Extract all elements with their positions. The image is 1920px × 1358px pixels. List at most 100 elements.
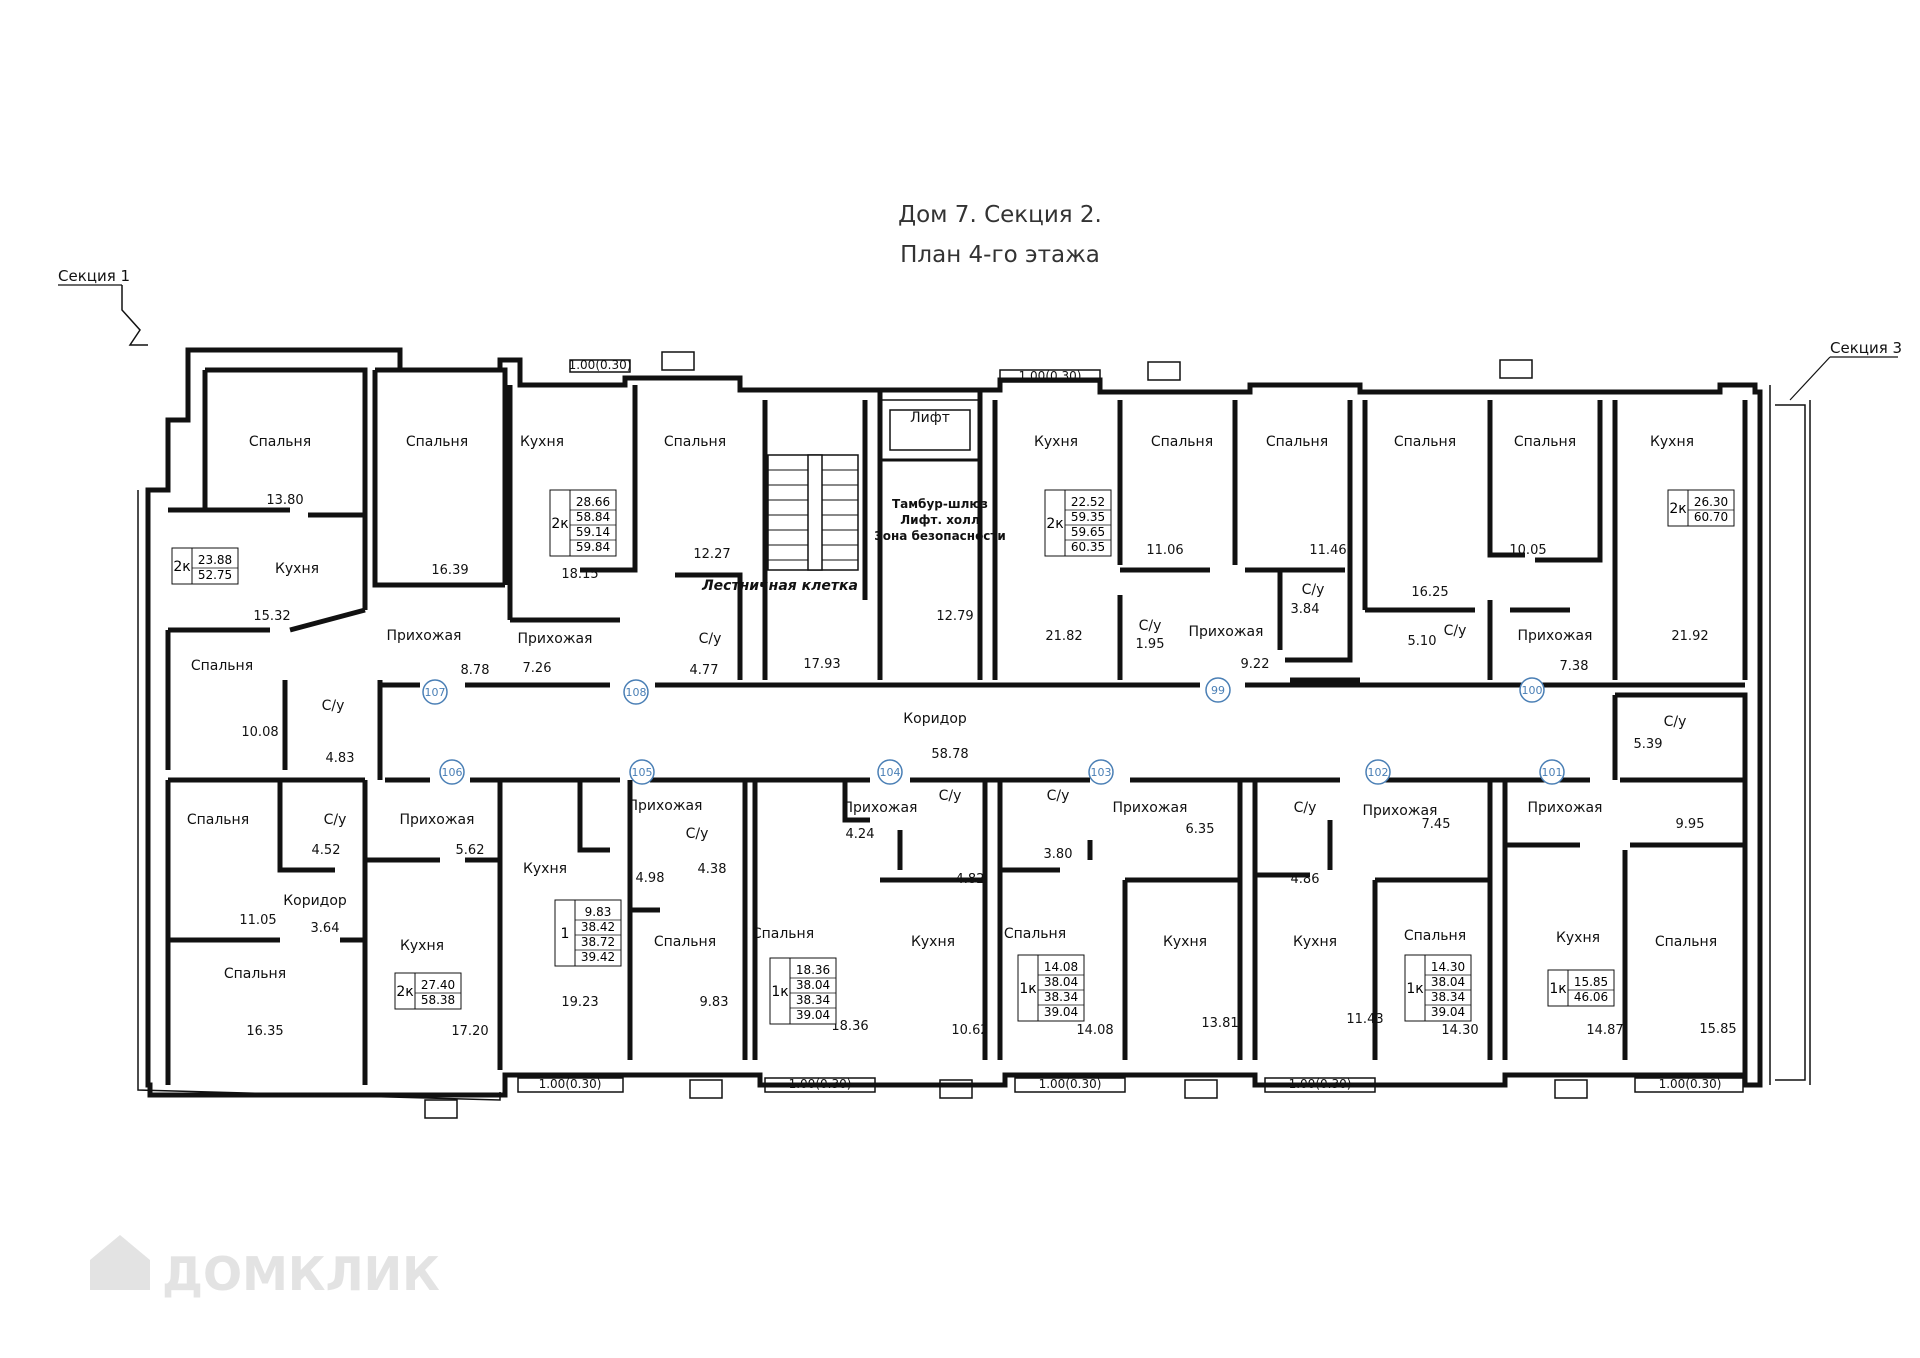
- room-area: 8.78: [461, 663, 490, 678]
- room-label: Спальня: [406, 434, 468, 450]
- plan-subtitle: План 4-го этажа: [900, 242, 1100, 268]
- room-area: 17.20: [451, 1024, 488, 1039]
- apartment-type: 1: [561, 926, 570, 942]
- room-label: Кухня: [275, 561, 319, 577]
- apartment-area-value: 38.04: [1044, 975, 1078, 989]
- apartment-number: 106: [442, 766, 463, 779]
- room-area: 10.08: [241, 725, 278, 740]
- room-area: 4.77: [690, 663, 719, 678]
- apartment-tag: [1044, 489, 1112, 557]
- lift-hall-area: 12.79: [936, 609, 973, 624]
- room-label: Прихожая: [843, 800, 918, 816]
- room-label: Спальня: [1514, 434, 1576, 450]
- corridor-area: 58.78: [931, 747, 968, 762]
- apartment-area-value: 60.35: [1071, 540, 1105, 554]
- room-label: Кухня: [1293, 934, 1337, 950]
- apartment-area-value: 59.35: [1071, 510, 1105, 524]
- apartment-type: 2к: [173, 559, 190, 575]
- room-label: С/у: [1302, 582, 1325, 598]
- apartment-area-value: 46.06: [1574, 990, 1608, 1004]
- room-label: С/у: [699, 631, 722, 647]
- room-label: Спальня: [249, 434, 311, 450]
- apartment-area-value: 60.70: [1694, 510, 1728, 524]
- room-area: 11.06: [1146, 543, 1183, 558]
- apartment-area-value: 38.34: [1431, 990, 1465, 1004]
- room-label: Кухня: [1650, 434, 1694, 450]
- vent-blocks: [424, 351, 1588, 1119]
- room-label: С/у: [1664, 714, 1687, 730]
- lift-hall-line-3: Зона безопасности: [874, 529, 1006, 543]
- room-label: Прихожая: [628, 798, 703, 814]
- apartment-area-value: 39.04: [1431, 1005, 1465, 1019]
- room-label: Прихожая: [400, 812, 475, 828]
- apartment-type: 2к: [1669, 501, 1686, 517]
- room-area: 18.15: [561, 567, 598, 582]
- apartment-type: 1к: [771, 984, 788, 1000]
- room-label: Прихожая: [1518, 628, 1593, 644]
- room-label: Спальня: [664, 434, 726, 450]
- balcony-label-4: 1.00(0.30): [789, 1077, 852, 1091]
- apartment-tag: [554, 899, 622, 967]
- room-label: Прихожая: [1528, 800, 1603, 816]
- room-area: 5.39: [1634, 737, 1663, 752]
- balcony-label-7: 1.00(0.30): [1659, 1077, 1722, 1091]
- apartment-tag: [1667, 489, 1735, 527]
- room-label: Спальня: [1004, 926, 1066, 942]
- room-area: 3.80: [1044, 847, 1073, 862]
- room-label: Кухня: [1556, 930, 1600, 946]
- apartment-number: 104: [880, 766, 901, 779]
- apartment-number: 105: [632, 766, 653, 779]
- room-area: 11.46: [1309, 543, 1346, 558]
- apartment-area-value: 26.30: [1694, 495, 1728, 509]
- apartment-tag: [549, 489, 617, 557]
- apartment-area-value: 39.04: [796, 1008, 830, 1022]
- apartment-area-value: 38.34: [796, 993, 830, 1007]
- room-area: 4.24: [846, 827, 875, 842]
- room-area: 13.80: [266, 493, 303, 508]
- room-area: 9.95: [1676, 817, 1705, 832]
- room-label: С/у: [1294, 800, 1317, 816]
- room-area: 11.05: [239, 913, 276, 928]
- room-label: Прихожая: [1363, 803, 1438, 819]
- apartment-area-value: 22.52: [1071, 495, 1105, 509]
- apartment-number: 108: [626, 686, 647, 699]
- interior-walls: [165, 367, 1748, 1085]
- apartment-type: 2к: [551, 516, 568, 532]
- room-label: Лестничная клетка: [701, 578, 858, 594]
- room-label: Спальня: [1266, 434, 1328, 450]
- apartment-area-value: 38.72: [581, 935, 615, 949]
- plan-title: Дом 7. Секция 2.: [898, 202, 1102, 228]
- room-label: Кухня: [523, 861, 567, 877]
- apartment-number-marker: [877, 759, 903, 785]
- balcony-label-6: 1.00(0.30): [1289, 1077, 1352, 1091]
- apartment-type: 2к: [396, 984, 413, 1000]
- room-label: С/у: [686, 826, 709, 842]
- room-area: 7.45: [1422, 817, 1451, 832]
- room-area: 3.84: [1291, 602, 1320, 617]
- room-label: С/у: [324, 812, 347, 828]
- apartment-tag: [1547, 969, 1615, 1007]
- apartment-number-marker: [1539, 759, 1565, 785]
- room-label: С/у: [1444, 623, 1467, 639]
- apartment-number: 99: [1211, 684, 1225, 697]
- room-area: 12.27: [693, 547, 730, 562]
- apartment-area-value: 59.84: [576, 540, 610, 554]
- room-area: 5.10: [1408, 634, 1437, 649]
- apartment-number: 100: [1522, 684, 1543, 697]
- room-label: Кухня: [1163, 934, 1207, 950]
- corridor-label: Коридор: [903, 711, 967, 727]
- apartment-area-value: 14.30: [1431, 960, 1465, 974]
- apartment-tag: [394, 972, 462, 1010]
- apartment-tag: [1017, 954, 1085, 1022]
- apartment-area-value: 52.75: [198, 568, 232, 582]
- room-label: Спальня: [191, 658, 253, 674]
- watermark-text: ДОМКЛИК: [162, 1247, 440, 1301]
- apartment-number: 107: [425, 686, 446, 699]
- apartment-number: 101: [1542, 766, 1563, 779]
- room-label: Спальня: [224, 966, 286, 982]
- room-label: Спальня: [1151, 434, 1213, 450]
- apartment-number-marker: [623, 679, 649, 705]
- apartment-tag: [1404, 954, 1472, 1022]
